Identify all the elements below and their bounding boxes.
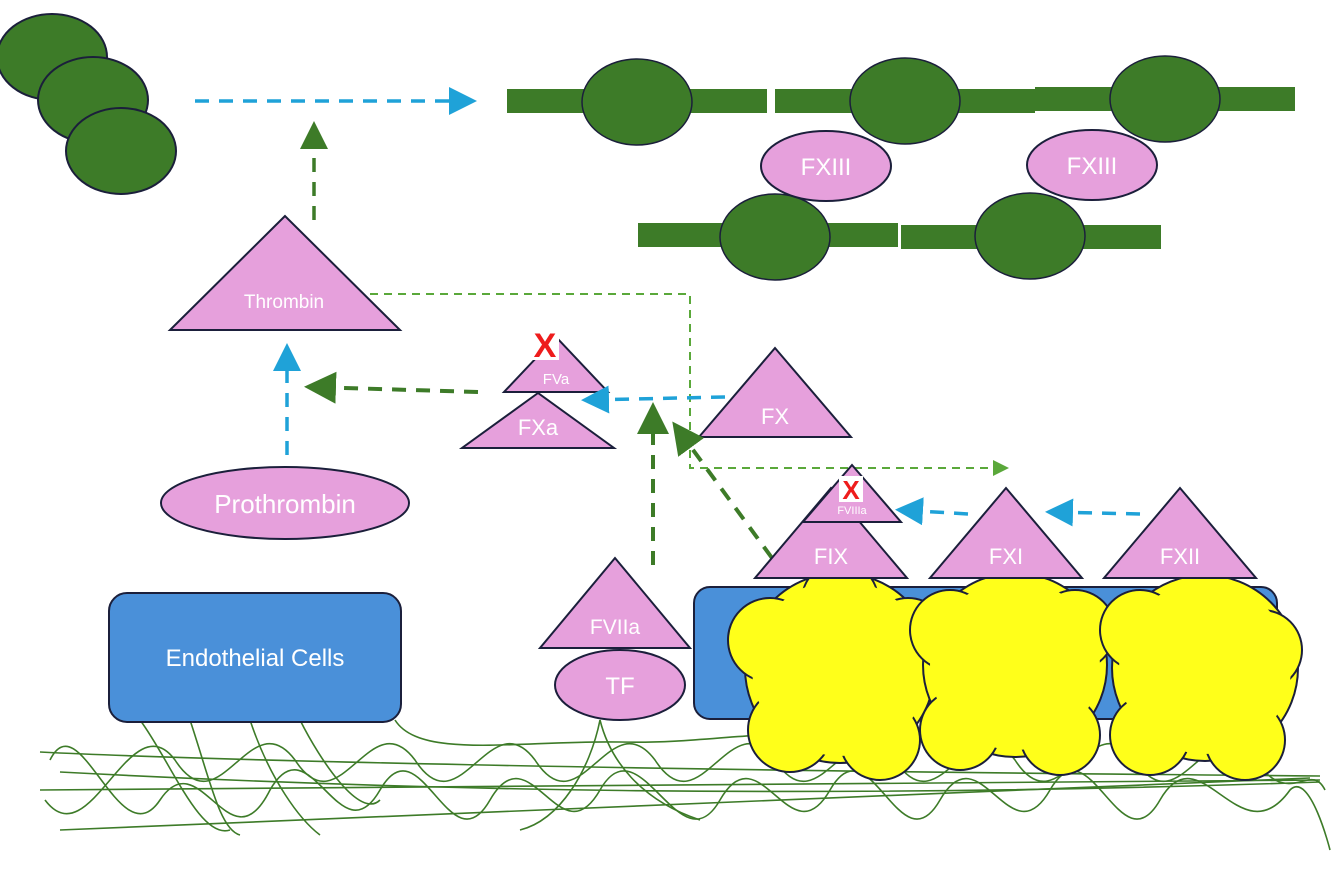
fxa-label: FXa — [518, 415, 559, 440]
fviiia-label: FVIIIa — [837, 505, 867, 517]
fxi-label: FXI — [989, 544, 1023, 569]
fviiia-inhibit-box — [839, 476, 863, 502]
arrow-prothrombinase-to-thrombin — [304, 371, 479, 404]
fva-triangle — [501, 335, 611, 393]
fx-label: FX — [761, 404, 789, 429]
fxi-triangle — [927, 486, 1085, 579]
fviia-label: FVIIa — [590, 616, 641, 639]
fibrinogen-node — [719, 193, 831, 281]
thrombin-triangle — [167, 214, 403, 331]
fibrinogen-node — [1109, 55, 1221, 143]
fxa-triangle — [458, 391, 618, 449]
arrow-fxi-to-fix — [895, 497, 969, 526]
platelet-3 — [1099, 574, 1303, 781]
fibrin-network — [507, 55, 1295, 281]
fibrinogen-cluster — [0, 13, 177, 195]
fviia-triangle — [537, 556, 693, 649]
prothrombin-ellipse — [160, 466, 410, 540]
fibrinogen-node — [974, 192, 1086, 280]
arrow-tenase-to-fx — [672, 421, 774, 560]
fva-label: FVa — [543, 371, 570, 388]
tf-ellipse — [554, 649, 686, 721]
thrombin-label: Thrombin — [244, 292, 324, 313]
platelet-1 — [727, 561, 951, 781]
fxii-triangle — [1101, 486, 1259, 579]
fibrinogen-node — [581, 58, 693, 146]
fva-inhibit-mark: X — [534, 327, 557, 365]
fxii-label: FXII — [1160, 544, 1200, 569]
fix-triangle — [752, 486, 910, 579]
arrow-fxii-to-fxi — [1045, 498, 1141, 527]
fxiii-label-1: FXIII — [801, 154, 852, 181]
fxiii-label-2: FXIII — [1067, 153, 1118, 180]
tf-label: TF — [605, 673, 634, 700]
endothelial-cell-label: Endothelial Cells — [166, 645, 345, 672]
prothrombin-label: Prothrombin — [214, 489, 356, 519]
fx-triangle — [696, 346, 854, 438]
endothelial-cell-box — [108, 592, 402, 723]
fxiii-ellipse-1 — [760, 130, 892, 202]
thrombin-feedback-line — [370, 293, 1009, 476]
fviiia-inhibit-mark: X — [842, 475, 860, 505]
fibrinogen-node — [849, 57, 961, 145]
arrow-fx-to-fxa — [581, 385, 726, 414]
fix-label: FIX — [814, 544, 849, 569]
platelet-2 — [909, 572, 1116, 776]
fva-inhibit-box — [531, 330, 559, 360]
fxiii-ellipse-2 — [1026, 129, 1158, 201]
